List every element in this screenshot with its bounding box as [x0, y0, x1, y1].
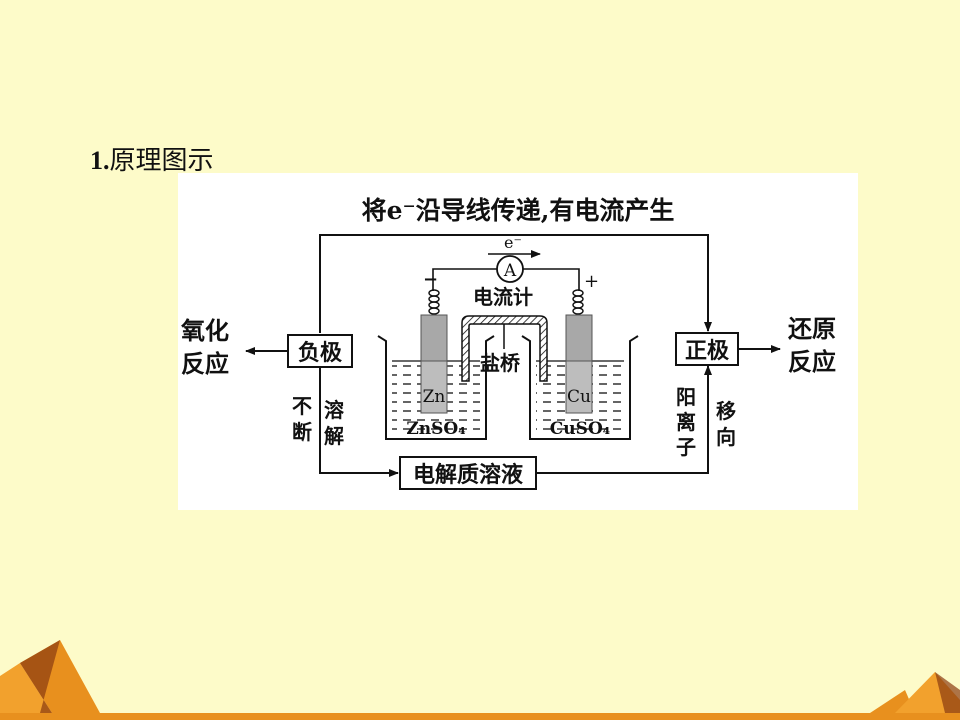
galvanic-cell-diagram: 将e⁻沿导线传递,有电流产生 负极 正极 氧化 反应 还原 反应 不 断 溶 解 — [178, 173, 858, 510]
top-caption: 将e⁻沿导线传递,有电流产生 — [362, 196, 675, 225]
ammeter: A — [432, 255, 580, 291]
cation-line1: 阳 — [676, 385, 696, 409]
oxidation-line1: 氧化 — [181, 316, 229, 345]
galvanometer-label: 电流计 — [473, 285, 533, 309]
left-solution-label: ZnSO₄ — [406, 419, 465, 439]
slide-number: 1. — [90, 146, 110, 175]
continuous-line1: 不 — [292, 394, 312, 418]
slide-title: 1.原理图示 — [90, 140, 214, 177]
right-clip-icon — [572, 289, 584, 315]
copper-electrode — [565, 314, 593, 414]
dissolve-line2: 解 — [324, 424, 344, 448]
negative-box-label: 负极 — [298, 340, 343, 366]
plus-sign: + — [584, 271, 599, 292]
negative-electrode-box: 负极 — [287, 334, 353, 368]
slide-title-text: 原理图示 — [109, 146, 214, 176]
continuous-line2: 断 — [292, 420, 312, 444]
electrolyte-box: 电解质溶液 — [399, 456, 537, 490]
outer-circuit-wire — [319, 234, 712, 477]
oxidation-line2: 反应 — [181, 349, 229, 378]
salt-bridge-label: 盐桥 — [480, 351, 521, 375]
reduction-line2: 反应 — [788, 347, 836, 376]
salt-bridge — [461, 315, 548, 382]
copper-label: Cu — [567, 387, 591, 407]
minus-sign: − — [423, 269, 438, 290]
electrolyte-box-label: 电解质溶液 — [413, 462, 523, 488]
diagram-svg: 将e⁻沿导线传递,有电流产生 负极 正极 氧化 反应 还原 反应 不 断 溶 解 — [181, 196, 836, 490]
reduction-line1: 还原 — [788, 314, 836, 343]
dissolve-line1: 溶 — [324, 398, 344, 422]
electron-label: e⁻ — [504, 233, 522, 252]
migrate-line1: 移 — [716, 399, 736, 423]
zinc-electrode — [420, 314, 448, 414]
positive-box-label: 正极 — [685, 338, 730, 364]
cation-line2: 离 — [676, 410, 696, 434]
left-clip-icon — [428, 289, 440, 315]
zinc-label: Zn — [423, 387, 446, 407]
migrate-line2: 向 — [716, 425, 736, 449]
ammeter-symbol: A — [503, 261, 517, 281]
cation-line3: 子 — [676, 435, 696, 459]
right-solution-label: CuSO₄ — [550, 419, 610, 439]
